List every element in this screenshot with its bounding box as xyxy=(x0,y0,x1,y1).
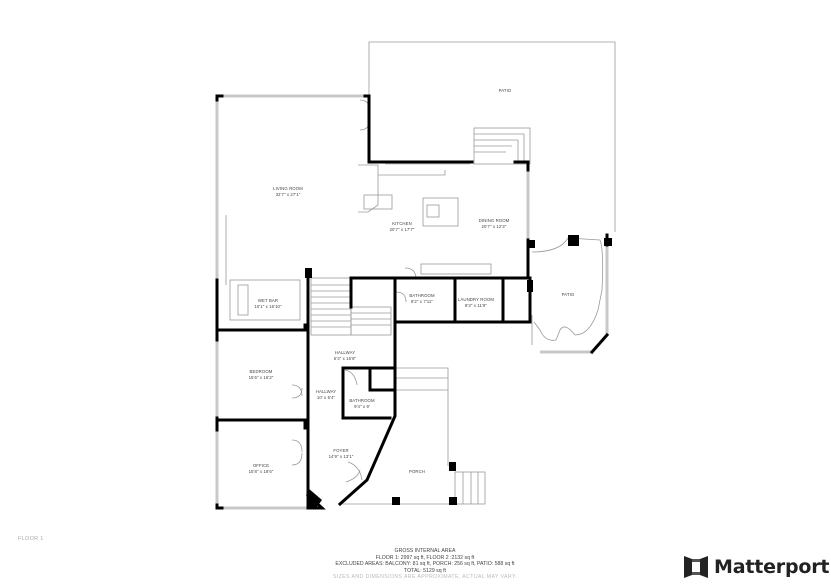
gross-internal-area: GROSS INTERNAL AREA FLOOR 1: 2997 sq ft,… xyxy=(300,548,550,581)
patio-north-outline xyxy=(368,41,616,232)
area-disclaimer: SIZES AND DIMENSIONS ARE APPROXIMATE, AC… xyxy=(333,574,517,581)
brand-name: Matterport xyxy=(714,556,830,578)
room-label-porch: PORCH xyxy=(408,469,426,474)
matterport-logo-icon xyxy=(684,556,708,578)
porch-outline xyxy=(395,367,449,466)
area-excluded: EXCLUDED AREAS: BALCONY: 81 sq ft, PORCH… xyxy=(335,561,515,568)
area-title: GROSS INTERNAL AREA xyxy=(394,548,456,554)
living-room-walls xyxy=(215,94,224,102)
area-floors: FLOOR 1: 2997 sq ft, FLOOR 2 :2132 sq ft xyxy=(375,554,475,561)
area-total: TOTAL: 5129 sq ft xyxy=(404,567,446,574)
room-label-patio-east: PATIO xyxy=(561,292,575,297)
room-label-patio-north: PATIO xyxy=(498,88,512,93)
matterport-brand: Matterport xyxy=(684,556,829,578)
floor-label: FLOOR 1 xyxy=(18,536,44,542)
